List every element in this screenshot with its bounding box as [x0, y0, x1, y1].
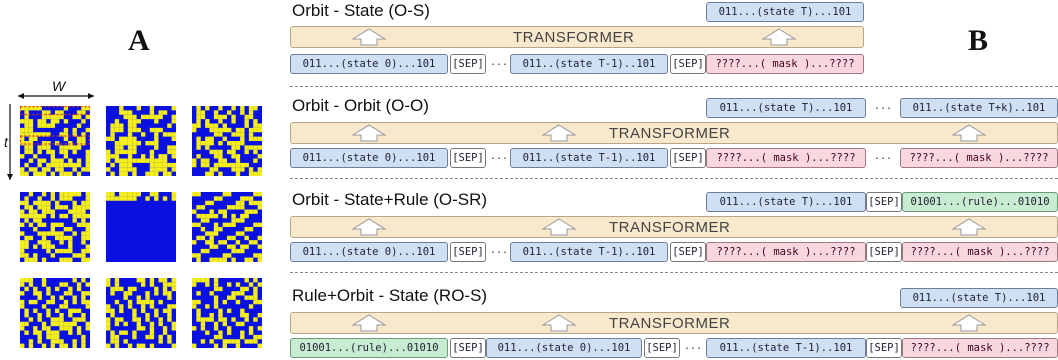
panel-b-label: B [968, 24, 989, 57]
ca-grid [192, 106, 262, 176]
section-divider [290, 178, 1058, 179]
up-arrow-icon [351, 218, 387, 236]
ca-grid [192, 192, 262, 262]
up-arrow-icon [541, 218, 577, 236]
transformer-block: TRANSFORMER [290, 26, 864, 48]
up-arrow-icon [541, 314, 577, 332]
output-token-state-t-k: 011..(state T+k)..101 [900, 98, 1058, 118]
ellipsis: ... [490, 245, 509, 256]
axis-t-label: t [4, 134, 8, 150]
ca-grid [106, 106, 176, 176]
output-token-state-t: 011...(state T)...101 [900, 288, 1058, 308]
sep-token: [SEP] [670, 242, 706, 262]
input-token-rule: 01001...(rule)...01010 [290, 338, 448, 358]
ellipsis: ... [490, 151, 509, 162]
transformer-label: TRANSFORMER [513, 29, 635, 46]
ca-grid [20, 192, 90, 262]
transformer-block: TRANSFORMER [290, 216, 1058, 238]
output-token-state-t: 011...(state T)...101 [706, 98, 866, 118]
axis-arrows [7, 93, 94, 180]
section-title-oo: Orbit - Orbit (O-O) [292, 96, 429, 115]
input-token-state-0: 011...(state 0)...101 [290, 242, 448, 262]
ca-grid [106, 278, 176, 348]
input-token-state-t-1: 011..(state T-1)..101 [510, 54, 668, 74]
up-arrow-icon [351, 124, 387, 142]
ellipsis: ... [874, 151, 893, 162]
output-token-rule: 01001...(rule)...01010 [902, 192, 1058, 212]
section-title-ros: Rule+Orbit - State (RO-S) [292, 286, 488, 305]
up-arrow-icon [351, 314, 387, 332]
transformer-label: TRANSFORMER [609, 315, 731, 332]
ellipsis: ... [874, 101, 893, 112]
transformer-label: TRANSFORMER [609, 125, 731, 142]
up-arrow-icon [951, 124, 987, 142]
input-token-state-t-1: 011..(state T-1)..101 [510, 242, 668, 262]
sep-token: [SEP] [450, 242, 486, 262]
sep-token: [SEP] [866, 338, 902, 358]
ca-grid [20, 278, 90, 348]
input-token-state-0: 011...(state 0)...101 [290, 148, 448, 168]
transformer-block: TRANSFORMER [290, 312, 1058, 334]
output-token-state-t: 011...(state T)...101 [706, 2, 864, 22]
up-arrow-icon [761, 28, 797, 46]
output-token-state-t: 011...(state T)...101 [706, 192, 866, 212]
up-arrow-icon [951, 314, 987, 332]
input-token-state-t-1: 011..(state T-1)..101 [706, 338, 866, 358]
sep-token: [SEP] [450, 54, 486, 74]
mask-token: ????...( mask )...???? [706, 54, 864, 74]
ca-grid [192, 278, 262, 348]
input-token-state-0: 011...(state 0)...101 [486, 338, 642, 358]
sep-token: [SEP] [866, 192, 902, 212]
section-title-osr: Orbit - State+Rule (O-SR) [292, 190, 488, 209]
ca-grid [20, 106, 90, 176]
sep-token: [SEP] [866, 242, 902, 262]
axis-w-label: W [52, 78, 66, 94]
input-token-state-0: 011...(state 0)...101 [290, 54, 448, 74]
sep-token: [SEP] [450, 338, 486, 358]
up-arrow-icon [541, 124, 577, 142]
panel-a-label: A [128, 24, 150, 57]
sep-token: [SEP] [670, 54, 706, 74]
mask-token: ????...( mask )...???? [706, 148, 866, 168]
ca-grid [106, 192, 176, 262]
transformer-block: TRANSFORMER [290, 122, 1058, 144]
transformer-label: TRANSFORMER [609, 219, 731, 236]
input-token-state-t-1: 011..(state T-1)..101 [510, 148, 668, 168]
sep-token: [SEP] [670, 148, 706, 168]
ellipsis: ... [490, 57, 509, 68]
sep-token: [SEP] [450, 148, 486, 168]
section-divider [290, 86, 1058, 87]
ellipsis: ... [684, 341, 703, 352]
mask-token: ????...( mask )...???? [900, 148, 1058, 168]
section-title-os: Orbit - State (O-S) [292, 1, 430, 20]
mask-token: ????...( mask )...???? [706, 242, 866, 262]
up-arrow-icon [351, 28, 387, 46]
up-arrow-icon [951, 218, 987, 236]
section-divider [290, 272, 1058, 273]
mask-token: ????...( mask )...???? [902, 242, 1058, 262]
sep-token: [SEP] [644, 338, 680, 358]
mask-token: ????...( mask )...???? [902, 338, 1058, 358]
